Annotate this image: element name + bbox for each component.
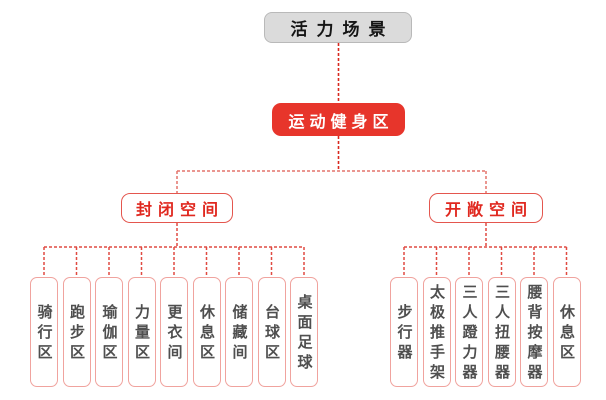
- leaf-node-waist-twister: 三人扭腰器: [487, 277, 516, 387]
- leaf-node-back-massager: 腰背按摩器: [520, 277, 548, 387]
- leaf-node-rest-area-2: 休息区: [552, 277, 581, 387]
- leaf-node-cycling: 骑行区: [30, 277, 58, 387]
- leaf-node-changing-room: 更衣间: [160, 277, 188, 387]
- branch-node-closed-space: 封闭空间: [121, 193, 233, 223]
- leaf-node-taichi-pusher: 太极推手架: [422, 277, 451, 387]
- leaf-node-foosball: 桌面足球: [290, 277, 318, 387]
- leaf-node-walker: 步行器: [390, 277, 418, 387]
- zone-node-sports-fitness: 运动健身区: [272, 103, 405, 136]
- leaf-node-storage: 储藏间: [225, 277, 253, 387]
- leaf-node-leg-press: 三人蹬力器: [455, 277, 483, 387]
- leaf-node-running: 跑步区: [62, 277, 91, 387]
- leaf-node-strength: 力量区: [127, 277, 156, 387]
- leaf-node-yoga: 瑜伽区: [95, 277, 123, 387]
- leaf-node-rest-area-1: 休息区: [192, 277, 221, 387]
- root-node-vitality-scene: 活力场景: [264, 12, 412, 43]
- branch-node-open-space: 开敞空间: [429, 193, 543, 223]
- leaf-node-billiards: 台球区: [257, 277, 286, 387]
